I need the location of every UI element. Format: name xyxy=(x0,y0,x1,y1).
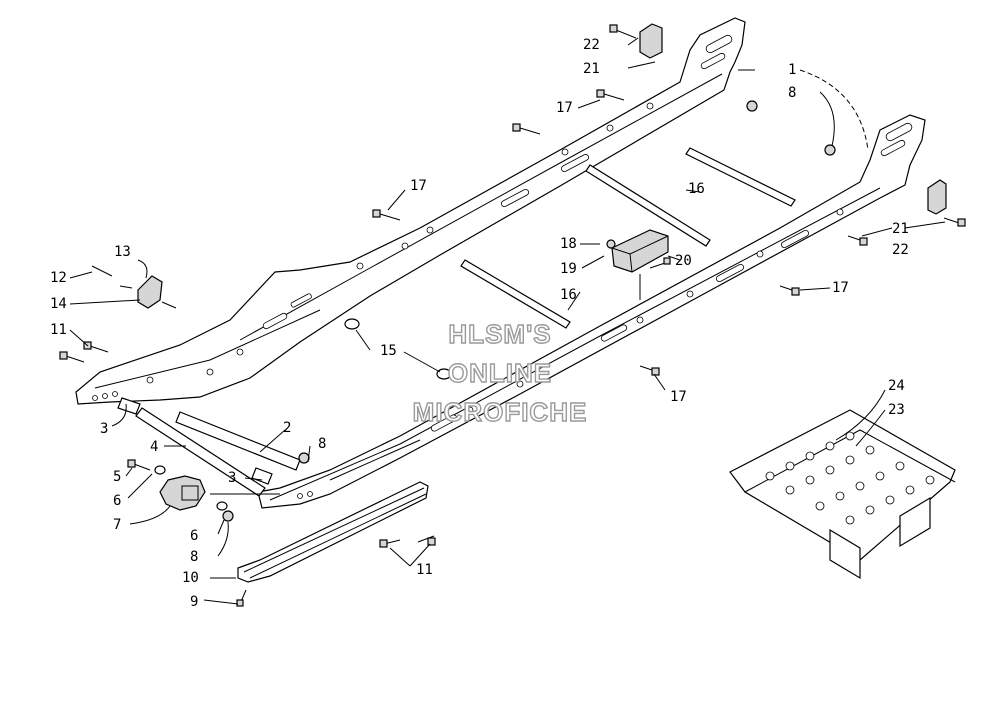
watermark-line1: HLSM'S xyxy=(448,319,551,349)
callout-7: 7 xyxy=(113,517,121,533)
brackets-21 xyxy=(639,23,947,215)
callout-10: 10 xyxy=(182,570,199,586)
callout-21: 21 xyxy=(892,221,909,237)
callout-1: 1 xyxy=(788,62,796,78)
callout-14: 14 xyxy=(50,296,67,312)
idler-wheel xyxy=(159,475,206,511)
callout-17: 17 xyxy=(832,280,849,296)
rail-rear xyxy=(75,17,746,405)
callout-6: 6 xyxy=(190,528,198,544)
callout-11: 11 xyxy=(50,322,67,338)
callout-11: 11 xyxy=(416,562,433,578)
axle-tubes xyxy=(117,397,301,497)
leader-lines xyxy=(69,37,946,605)
callout-17: 17 xyxy=(410,178,427,194)
track-section xyxy=(729,409,956,580)
callout-20: 20 xyxy=(675,253,692,269)
callout-18: 18 xyxy=(560,236,577,252)
callout-23: 23 xyxy=(888,402,905,418)
hardware xyxy=(59,24,966,607)
cross-shafts xyxy=(460,147,796,329)
callout-4: 4 xyxy=(150,439,158,455)
slide-rail xyxy=(237,481,429,583)
callout-8: 8 xyxy=(190,549,198,565)
callout-3: 3 xyxy=(100,421,108,437)
track-studs xyxy=(765,431,935,525)
watermark-line3: MICROFICHE xyxy=(413,397,588,427)
callout-6: 6 xyxy=(113,493,121,509)
callout-9: 9 xyxy=(190,594,198,610)
callout-17: 17 xyxy=(670,389,687,405)
rail-front xyxy=(257,114,926,509)
callout-19: 19 xyxy=(560,261,577,277)
callout-22: 22 xyxy=(892,242,909,258)
bumper-block xyxy=(611,229,669,273)
watermark: HLSM'S ONLINE MICROFICHE xyxy=(412,318,588,427)
callout-22: 22 xyxy=(583,37,600,53)
callout-24: 24 xyxy=(888,378,905,394)
bracket-13 xyxy=(119,275,163,309)
callout-16: 16 xyxy=(688,181,705,197)
callouts: 1 2 3 3 4 5 6 6 7 8 8 8 9 10 11 11 12 13… xyxy=(50,37,909,610)
callout-13: 13 xyxy=(114,244,131,260)
watermark-line2: ONLINE xyxy=(448,358,552,388)
callout-5: 5 xyxy=(113,469,121,485)
callout-15: 15 xyxy=(380,343,397,359)
callout-2: 2 xyxy=(283,420,291,436)
callout-17: 17 xyxy=(556,100,573,116)
callout-12: 12 xyxy=(50,270,67,286)
callout-16: 16 xyxy=(560,287,577,303)
callout-3: 3 xyxy=(228,470,236,486)
callout-21: 21 xyxy=(583,61,600,77)
callout-8: 8 xyxy=(318,436,326,452)
callout-8: 8 xyxy=(788,85,796,101)
